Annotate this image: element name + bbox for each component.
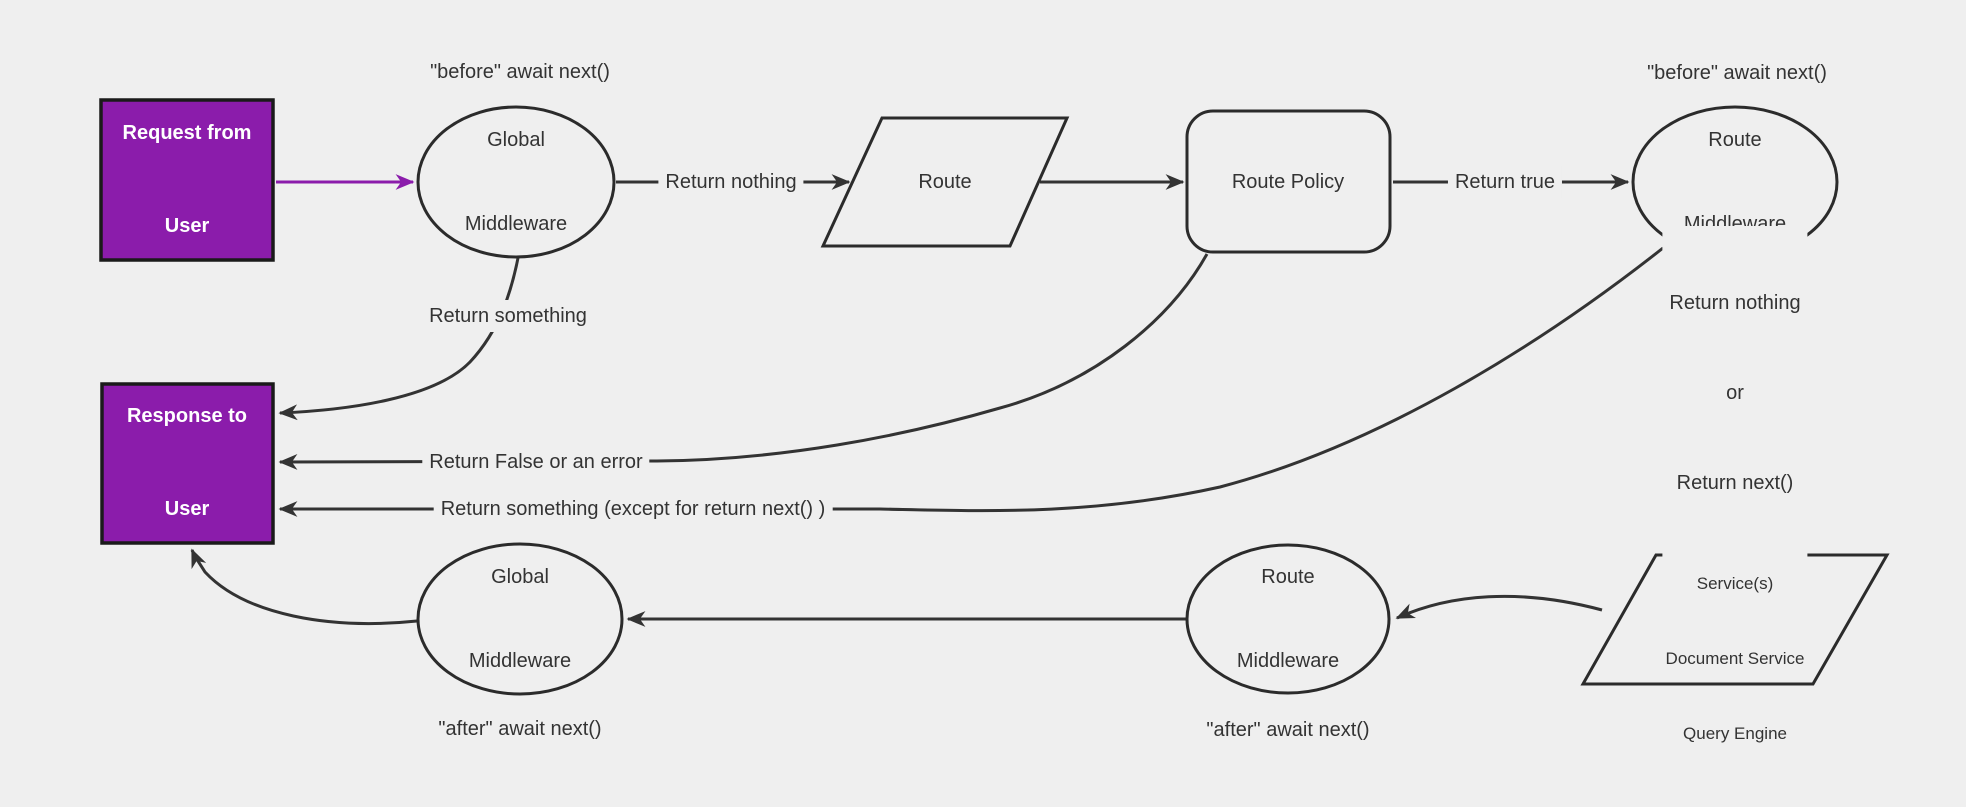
edge-label-return-false: Return False or an error xyxy=(422,446,650,478)
edge-return-something-to-response xyxy=(278,252,521,421)
node-controller-services xyxy=(1580,553,1890,686)
edge-return-something-except-to-response xyxy=(278,246,1664,517)
node-request-from-user xyxy=(99,98,275,262)
edge-label-return-nothing: Return nothing xyxy=(658,166,804,198)
edge-label-return-true: Return true xyxy=(1447,166,1563,198)
edge-controller-to-route-middleware-after xyxy=(1395,594,1603,620)
edge-label-before-route-middleware: "before" await next() xyxy=(1647,62,1827,84)
edge-label-return-something-except: Return something (except for return next… xyxy=(433,493,833,525)
edge-label-return-something: Return something xyxy=(422,300,594,332)
edge-return-false-to-response xyxy=(278,253,1209,470)
node-route-policy xyxy=(1185,109,1392,254)
edge-label-before-global: "before" await next() xyxy=(430,61,610,83)
edge-label-after-global: "after" await next() xyxy=(438,718,602,740)
node-route-middleware-after xyxy=(1185,543,1391,695)
node-route xyxy=(820,116,1070,248)
edge-label-return-nothing-or-next: Return nothing or Return next() xyxy=(1662,226,1808,560)
node-global-middleware-after xyxy=(416,542,624,696)
edge-global-middleware-after-to-response xyxy=(190,548,418,626)
edge-label-after-route-middleware: "after" await next() xyxy=(1206,719,1370,741)
node-response-to-user xyxy=(100,382,275,545)
node-global-middleware-before xyxy=(416,105,616,259)
